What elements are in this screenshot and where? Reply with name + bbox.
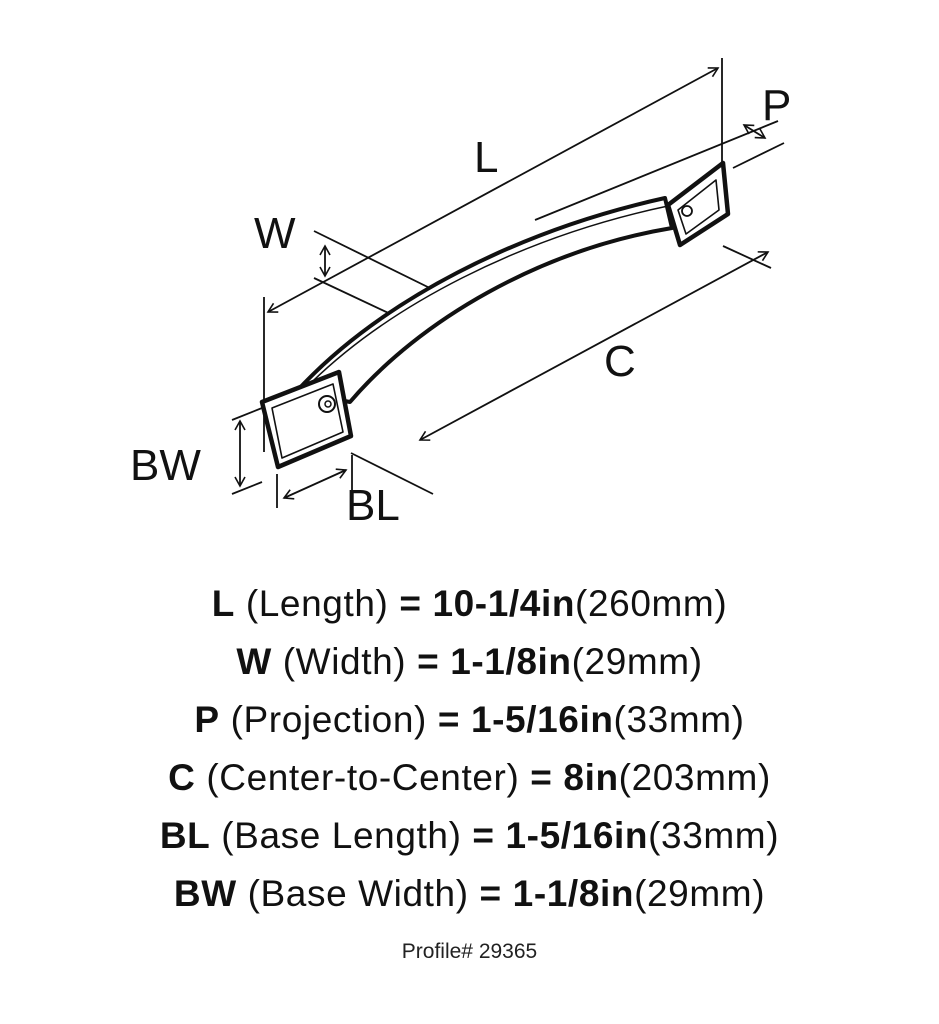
- spec-row-base-width: BW (Base Width) = 1-1/8in(29mm): [0, 870, 939, 928]
- spec-eq: =: [479, 873, 502, 914]
- spec-list: L (Length) = 10-1/4in(260mm) W (Width) =…: [0, 580, 939, 928]
- bw-extension-bottom: [231, 481, 263, 495]
- spec-inch: 8in: [563, 757, 619, 798]
- spec-inch: 10-1/4in: [432, 583, 576, 624]
- spec-code: L: [211, 583, 235, 624]
- spec-row-projection: P (Projection) = 1-5/16in(33mm): [0, 696, 939, 754]
- handle-dimension-drawing: [231, 58, 785, 508]
- spec-eq: =: [437, 699, 461, 740]
- label-p: P: [762, 81, 792, 130]
- spec-inch: 1-5/16in: [505, 815, 649, 856]
- bw-extension-top: [231, 407, 263, 421]
- c-dimension-arrow: [418, 251, 770, 441]
- spec-row-length: L (Length) = 10-1/4in(260mm): [0, 580, 939, 638]
- spec-eq: =: [472, 815, 495, 856]
- label-bw: BW: [130, 441, 201, 490]
- spec-eq: =: [417, 641, 440, 682]
- spec-code: P: [194, 699, 220, 740]
- p-extension-top: [534, 120, 779, 221]
- spec-row-center-to-center: C (Center-to-Center) = 8in(203mm): [0, 754, 939, 812]
- spec-code: C: [168, 757, 196, 798]
- left-screw-center: [324, 400, 332, 408]
- spec-name: (Width): [282, 641, 407, 682]
- label-c: C: [604, 337, 636, 386]
- label-bl: BL: [346, 481, 400, 530]
- p-dimension-arrow: [742, 124, 767, 139]
- handle-bar-highlight: [299, 205, 669, 395]
- spec-name: (Base Length): [221, 815, 462, 856]
- label-w: W: [254, 209, 296, 258]
- c-extension-left: [350, 452, 434, 495]
- spec-mm: (203mm): [618, 757, 771, 798]
- left-base-inner: [271, 383, 344, 459]
- spec-eq: =: [399, 583, 422, 624]
- spec-mm: (33mm): [648, 815, 780, 856]
- w-extension-top: [313, 230, 443, 295]
- p-extension-bottom: [732, 142, 785, 169]
- profile-number: Profile# 29365: [401, 940, 538, 963]
- left-base: [259, 369, 354, 470]
- spec-code: BL: [159, 815, 211, 856]
- spec-name: (Projection): [230, 699, 427, 740]
- spec-name: (Length): [245, 583, 389, 624]
- spec-mm: (33mm): [613, 699, 745, 740]
- right-screw-icon: [681, 205, 693, 217]
- spec-row-width: W (Width) = 1-1/8in(29mm): [0, 638, 939, 696]
- w-extension-bottom: [313, 277, 400, 319]
- spec-eq: =: [530, 757, 553, 798]
- label-l: L: [474, 133, 499, 182]
- handle-illustration: [259, 160, 731, 470]
- spec-row-base-length: BL (Base Length) = 1-5/16in(33mm): [0, 812, 939, 870]
- spec-inch: 1-5/16in: [470, 699, 614, 740]
- l-dimension-arrow: [266, 67, 720, 313]
- c-extension-right: [722, 245, 772, 269]
- spec-code: W: [236, 641, 272, 682]
- spec-inch: 1-1/8in: [512, 873, 635, 914]
- spec-mm: (29mm): [571, 641, 703, 682]
- spec-code: BW: [173, 873, 237, 914]
- right-base-inner: [677, 179, 720, 235]
- spec-mm: (29mm): [634, 873, 766, 914]
- spec-mm: (260mm): [575, 583, 728, 624]
- spec-name: (Center-to-Center): [206, 757, 520, 798]
- bl-dimension-arrow: [282, 468, 348, 500]
- spec-inch: 1-1/8in: [450, 641, 572, 682]
- spec-name: (Base Width): [247, 873, 469, 914]
